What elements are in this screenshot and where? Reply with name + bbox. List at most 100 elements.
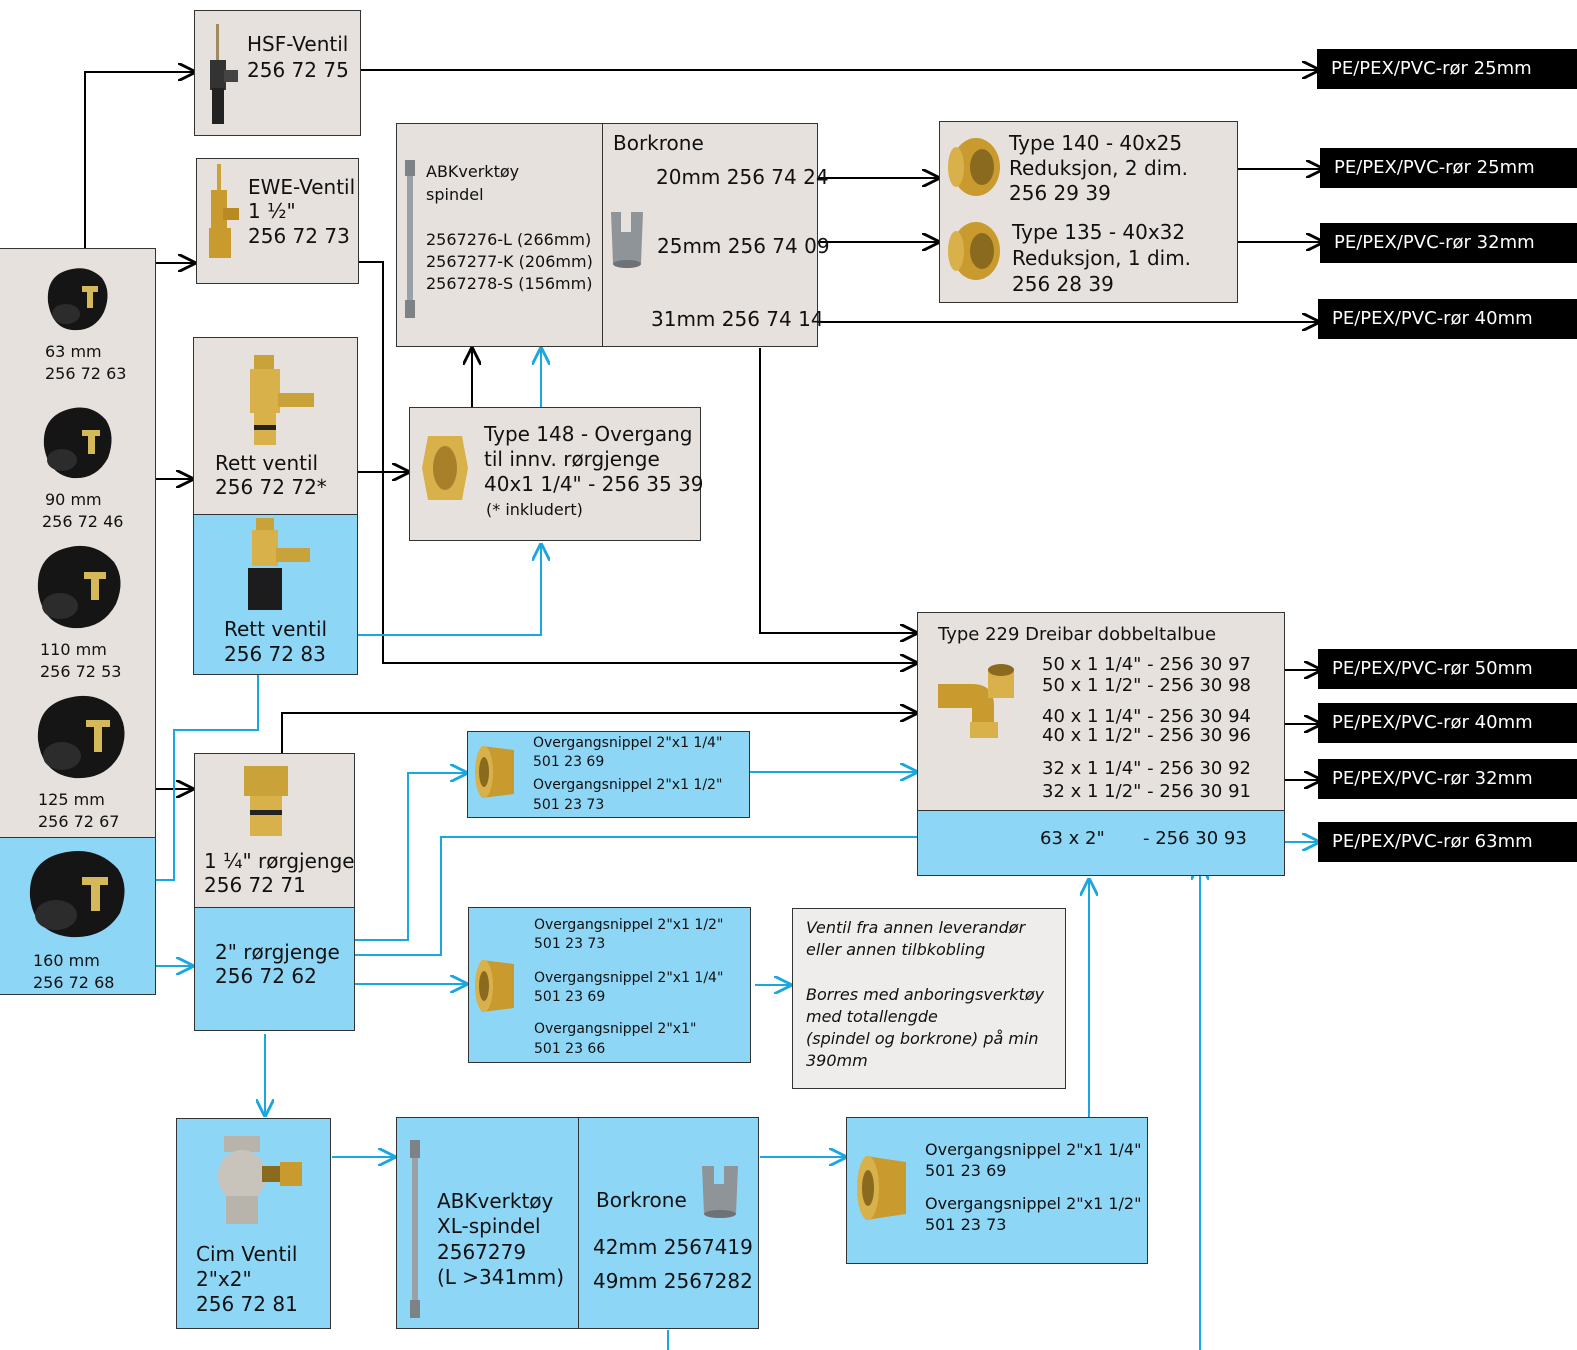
rett-valve-name: Rett ventil <box>215 451 319 475</box>
clamp-110-code: 256 72 53 <box>40 662 122 681</box>
abk-xl-line3: 2567279 <box>437 1240 527 1264</box>
rett-valve-2-name: Rett ventil <box>224 617 328 641</box>
type229-title: Type 229 Dreibar dobbeltalbue <box>938 624 1217 645</box>
type229-elbow-icon <box>932 660 1018 748</box>
abk-xl-line2: XL-spindel <box>437 1214 541 1238</box>
nipple-1-line4: 501 23 73 <box>533 797 605 813</box>
type148-line3: 40x1 1/4" - 256 35 39 <box>484 472 704 496</box>
type229-row-1: 50 x 1 1/4" - 256 30 97 <box>1042 654 1251 675</box>
type229-63-box <box>917 810 1285 876</box>
type135-line1: Type 135 - 40x32 <box>1012 220 1186 244</box>
note-line5: (spindel og borkrone) på min <box>806 1029 1039 1048</box>
borkrone-xl-49mm: 49mm 2567282 <box>593 1269 753 1293</box>
clamp-160-size: 160 mm <box>33 951 100 970</box>
borkrone-xl-42mm: 42mm 2567419 <box>593 1235 753 1259</box>
nipple-3-line2: 501 23 69 <box>925 1161 1007 1180</box>
cim-valve-size: 2"x2" <box>196 1267 252 1291</box>
type148-note: (* inkludert) <box>486 500 583 519</box>
hsf-valve-icon <box>202 24 242 132</box>
nipple-3-line4: 501 23 73 <box>925 1215 1007 1234</box>
borkrone-20mm: 20mm 256 74 24 <box>656 165 829 189</box>
nipple-3-line3: Overgangsnippel 2"x1 1/2" <box>925 1194 1142 1213</box>
type229-row-63-code: - 256 30 93 <box>1143 828 1247 849</box>
borkrone-title: Borkrone <box>613 131 704 155</box>
clamp-110-icon <box>30 540 126 640</box>
note-line6: 390mm <box>806 1051 868 1070</box>
abk-xl-divider <box>578 1117 579 1329</box>
note-line3: Borres med anboringsverktøy <box>806 985 1045 1004</box>
nipple-1-line3: Overgangsnippel 2"x1 1/2" <box>533 777 723 793</box>
thread-114-icon <box>240 766 292 842</box>
abk-code-k: 2567277-K (206mm) <box>426 252 593 271</box>
borkrone-xl-title: Borkrone <box>596 1188 687 1212</box>
hole-saw-icon <box>609 208 645 272</box>
abk-xl-box <box>396 1117 759 1329</box>
type229-row-6: 32 x 1 1/2" - 256 30 91 <box>1042 781 1251 802</box>
output-pipe-63mm: PE/PEX/PVC-rør 63mm <box>1318 822 1577 862</box>
clamp-63-size: 63 mm <box>45 342 102 361</box>
abk-title: ABKverktøy <box>426 162 520 181</box>
nipple-1-line1: Overgangsnippel 2"x1 1/4" <box>533 735 723 751</box>
abk-xl-line4: (L >341mm) <box>437 1265 565 1289</box>
clamp-125-size: 125 mm <box>38 790 105 809</box>
cim-valve-icon <box>214 1136 306 1232</box>
xl-spindle-icon <box>408 1140 422 1324</box>
type148-icon <box>420 430 470 510</box>
hole-saw-xl-icon <box>700 1162 740 1222</box>
abk-code-l: 2567276-L (266mm) <box>426 230 592 249</box>
nipple-3-line1: Overgangsnippel 2"x1 1/4" <box>925 1140 1142 1159</box>
cim-valve-name: Cim Ventil <box>196 1242 298 1266</box>
type229-row-5: 32 x 1 1/4" - 256 30 92 <box>1042 758 1251 779</box>
clamp-63-code: 256 72 63 <box>45 364 127 383</box>
thread-2-name: 2" rørgjenge <box>215 940 340 964</box>
clamp-160-icon <box>22 845 130 949</box>
cim-valve-code: 256 72 81 <box>196 1292 298 1316</box>
type229-row-4: 40 x 1 1/2" - 256 30 96 <box>1042 725 1251 746</box>
ewe-valve-icon <box>203 164 243 278</box>
abk-borkrone-box <box>396 123 818 347</box>
type140-line1: Type 140 - 40x25 <box>1009 131 1183 155</box>
type229-row-2: 50 x 1 1/2" - 256 30 98 <box>1042 675 1251 696</box>
nipple-2-line5: Overgangsnippel 2"x1" <box>534 1021 697 1037</box>
output-pipe-25mm-a: PE/PEX/PVC-rør 25mm <box>1317 49 1577 89</box>
hsf-name: HSF-Ventil <box>247 32 349 56</box>
output-pipe-40mm-b: PE/PEX/PVC-rør 40mm <box>1318 703 1577 743</box>
type148-line2: til innv. rørgjenge <box>484 447 660 471</box>
ewe-size: 1 ½" <box>248 199 296 223</box>
clamp-110-size: 110 mm <box>40 640 107 659</box>
nipple-2-line3: Overgangsnippel 2"x1 1/4" <box>534 970 724 986</box>
hsf-code: 256 72 75 <box>247 58 349 82</box>
clamp-90-code: 256 72 46 <box>42 512 124 531</box>
thread-2-box <box>194 907 355 1031</box>
abk-xl-line1: ABKverktøy <box>437 1189 554 1213</box>
spindle-icon <box>403 160 417 324</box>
thread-114-code: 256 72 71 <box>204 873 306 897</box>
nipple-3-icon <box>856 1154 912 1226</box>
type140-line3: 256 29 39 <box>1009 181 1111 205</box>
nipple-box-2 <box>468 907 751 1063</box>
output-pipe-32mm-b: PE/PEX/PVC-rør 32mm <box>1318 759 1577 799</box>
type229-row-63-dim: 63 x 2" <box>1040 828 1105 849</box>
thread-114-name: 1 ¼" rørgjenge <box>204 849 355 873</box>
type140-icon <box>946 136 1002 202</box>
abk-subtitle: spindel <box>426 185 484 204</box>
type135-line3: 256 28 39 <box>1012 272 1114 296</box>
output-pipe-40mm-a: PE/PEX/PVC-rør 40mm <box>1318 299 1577 339</box>
nipple-2-line1: Overgangsnippel 2"x1 1/2" <box>534 917 724 933</box>
abk-code-s: 2567278-S (156mm) <box>426 274 593 293</box>
borkrone-25mm: 25mm 256 74 09 <box>657 234 830 258</box>
output-pipe-50mm: PE/PEX/PVC-rør 50mm <box>1318 649 1577 689</box>
nipple-box-1 <box>467 731 750 818</box>
rett-valve-2-code: 256 72 83 <box>224 642 326 666</box>
output-pipe-25mm-b: PE/PEX/PVC-rør 25mm <box>1320 148 1577 188</box>
clamp-125-code: 256 72 67 <box>38 812 120 831</box>
note-line4: med totallengde <box>806 1007 938 1026</box>
rett-valve-2-icon <box>244 518 316 618</box>
type135-icon <box>946 220 1002 286</box>
clamp-125-icon <box>30 690 130 790</box>
ewe-name: EWE-Ventil <box>248 175 356 199</box>
clamp-160-code: 256 72 68 <box>33 973 115 992</box>
nipple-2-line2: 501 23 73 <box>534 936 606 952</box>
borkrone-31mm: 31mm 256 74 14 <box>651 307 824 331</box>
type140-line2: Reduksjon, 2 dim. <box>1009 156 1189 180</box>
